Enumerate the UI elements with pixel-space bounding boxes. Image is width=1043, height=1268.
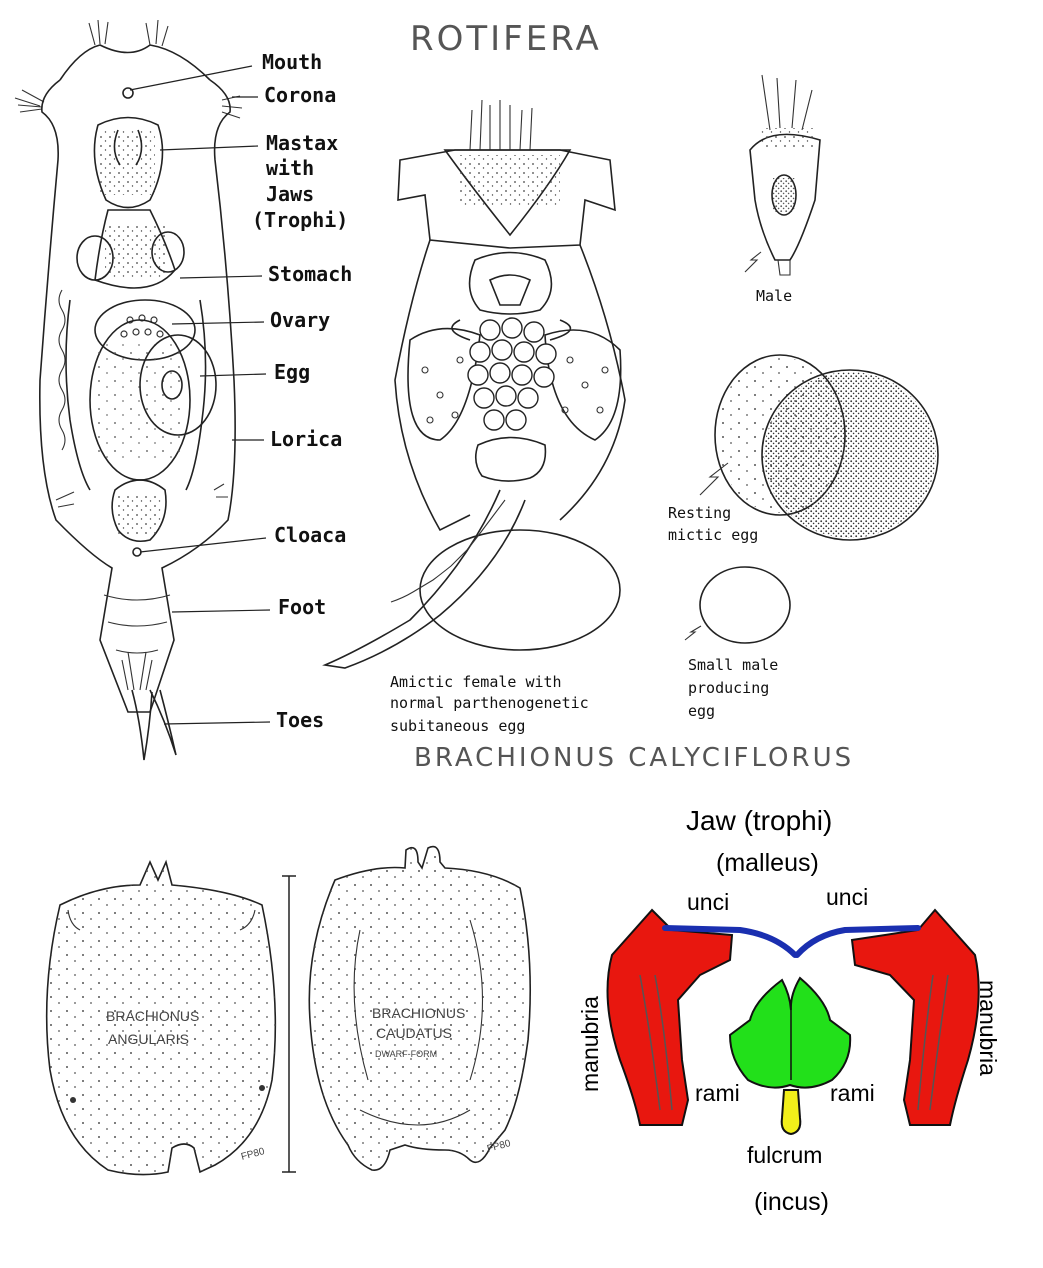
label-mastax-line2: with [266, 156, 314, 180]
lorica-caudatus-drawing [308, 845, 532, 1171]
resting-egg-line1: Resting [668, 504, 731, 522]
label-mastax-line3: Jaws [266, 182, 314, 206]
rami-shape [728, 976, 852, 1089]
jaw-diagram [606, 908, 980, 1136]
label-stomach: Stomach [268, 262, 352, 286]
small-egg-line3: egg [688, 702, 715, 720]
label-leaders [129, 65, 271, 725]
female-caption-line2: normal parthenogenetic [390, 694, 589, 712]
jaw-unci-right-label: unci [826, 884, 868, 910]
label-toes: Toes [276, 708, 324, 732]
unci-left-shape [662, 925, 798, 958]
amictic-female-drawing [322, 99, 626, 669]
male-label: Male [756, 287, 792, 305]
scale-bar [282, 875, 296, 1173]
lorica-a-label-line2: ANGULARIS [108, 1031, 189, 1047]
lorica-b-label-line1: BRACHIONUS [372, 1005, 465, 1021]
unci-right-shape [794, 925, 921, 958]
small-egg-line1: Small male [688, 656, 778, 674]
label-lorica: Lorica [270, 427, 342, 451]
jaw-incus-label: (incus) [754, 1188, 829, 1216]
jaw-manubria-right-label: manubria [975, 980, 1001, 1076]
jaw-rami-left-label: rami [695, 1080, 740, 1106]
label-cloaca: Cloaca [274, 523, 346, 547]
lorica-a-label-line1: BRACHIONUS [106, 1008, 199, 1024]
label-foot: Foot [278, 595, 326, 619]
jaw-unci-left-label: unci [687, 889, 729, 915]
female-caption-line3: subitaneous egg [390, 717, 525, 735]
female-caption-line1: Amictic female with [390, 673, 562, 691]
label-mastax-line4: (Trophi) [252, 208, 348, 232]
male-drawing [744, 74, 821, 276]
page-title: ROTIFERA [410, 19, 602, 59]
label-egg: Egg [274, 360, 310, 384]
jaw-fulcrum-label: fulcrum [747, 1142, 822, 1168]
manubrium-right-shape [850, 908, 980, 1126]
fulcrum-shape [780, 1089, 802, 1136]
small-egg-drawing [684, 566, 791, 644]
label-corona: Corona [264, 83, 336, 107]
resting-egg-line2: mictic egg [668, 526, 758, 544]
lorica-a-signature: FP80 [240, 1146, 266, 1163]
lorica-angularis-drawing [45, 859, 277, 1176]
jaw-manubria-left-label: manubria [577, 996, 603, 1092]
small-egg-line2: producing [688, 679, 769, 697]
species-title: BRACHIONUS CALYCIFLORUS [414, 743, 854, 773]
label-mouth: Mouth [262, 50, 322, 74]
label-mastax-line1: Mastax [266, 131, 338, 155]
jaw-malleus-label: (malleus) [716, 849, 819, 877]
label-ovary: Ovary [270, 308, 330, 332]
jaw-rami-right-label: rami [830, 1080, 875, 1106]
lorica-b-label-line3: DWARF-FORM [375, 1049, 437, 1059]
manubrium-left-shape [606, 908, 734, 1126]
resting-egg-drawing [699, 354, 939, 541]
rotifer-body-drawing [14, 19, 243, 761]
lorica-b-label-line2: CAUDATUS [376, 1025, 452, 1041]
jaw-title: Jaw (trophi) [686, 805, 832, 836]
